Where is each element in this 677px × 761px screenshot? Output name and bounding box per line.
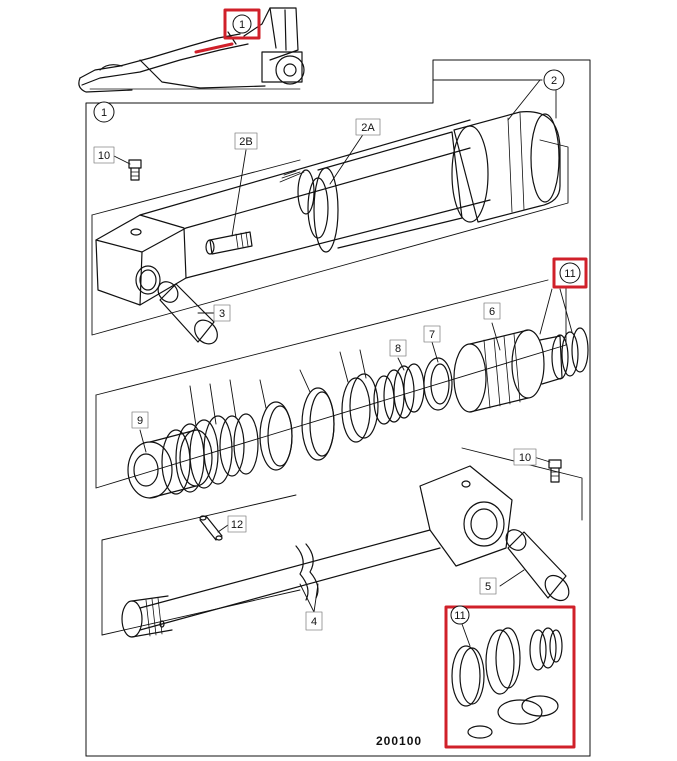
- callout-boxes: [93, 118, 537, 631]
- label-12: 12: [231, 519, 243, 531]
- label-8: 8: [395, 343, 401, 355]
- barrel-tube: [95, 111, 561, 306]
- label-9: 9: [137, 415, 143, 427]
- piston-rod-4: [121, 465, 513, 638]
- pin-3: [157, 281, 218, 345]
- label-7: 7: [429, 329, 435, 341]
- label-10-top: 10: [98, 150, 110, 162]
- pin-5: [505, 529, 570, 602]
- label-11-kit: 11: [454, 610, 465, 622]
- piston-9: [127, 413, 259, 499]
- labels: 1 1 2 2A 2B 10 3 11 6 7 8 9 10 12 5 4 11…: [98, 19, 576, 748]
- highlight-box-11: [552, 257, 588, 289]
- label-6: 6: [489, 306, 495, 318]
- gland-nut-6: [453, 327, 589, 413]
- label-11: 11: [564, 268, 575, 280]
- label-2b: 2B: [239, 136, 252, 148]
- label-3: 3: [219, 308, 225, 320]
- highlight-box-1: [223, 8, 261, 40]
- label-1: 1: [101, 107, 107, 119]
- label-1-top: 1: [239, 19, 245, 31]
- figure-number: 200100: [376, 734, 422, 748]
- frame-lines: [85, 59, 591, 757]
- label-10-right: 10: [519, 452, 531, 464]
- label-5: 5: [485, 581, 491, 593]
- label-2: 2: [551, 75, 557, 87]
- callouts: [93, 14, 581, 625]
- bleed-screw-right: [548, 459, 562, 483]
- rod-group-outline: [101, 447, 583, 636]
- seal-kit-11: [444, 605, 576, 749]
- label-4: 4: [311, 616, 317, 628]
- leader-lines: [111, 79, 573, 647]
- label-2a: 2A: [361, 122, 375, 134]
- machine-thumbnail: [78, 7, 305, 93]
- piston-group-outline: [95, 279, 567, 489]
- bleed-screw-top: [128, 159, 142, 181]
- seal-rings: [259, 357, 453, 471]
- pin-12: [199, 515, 223, 541]
